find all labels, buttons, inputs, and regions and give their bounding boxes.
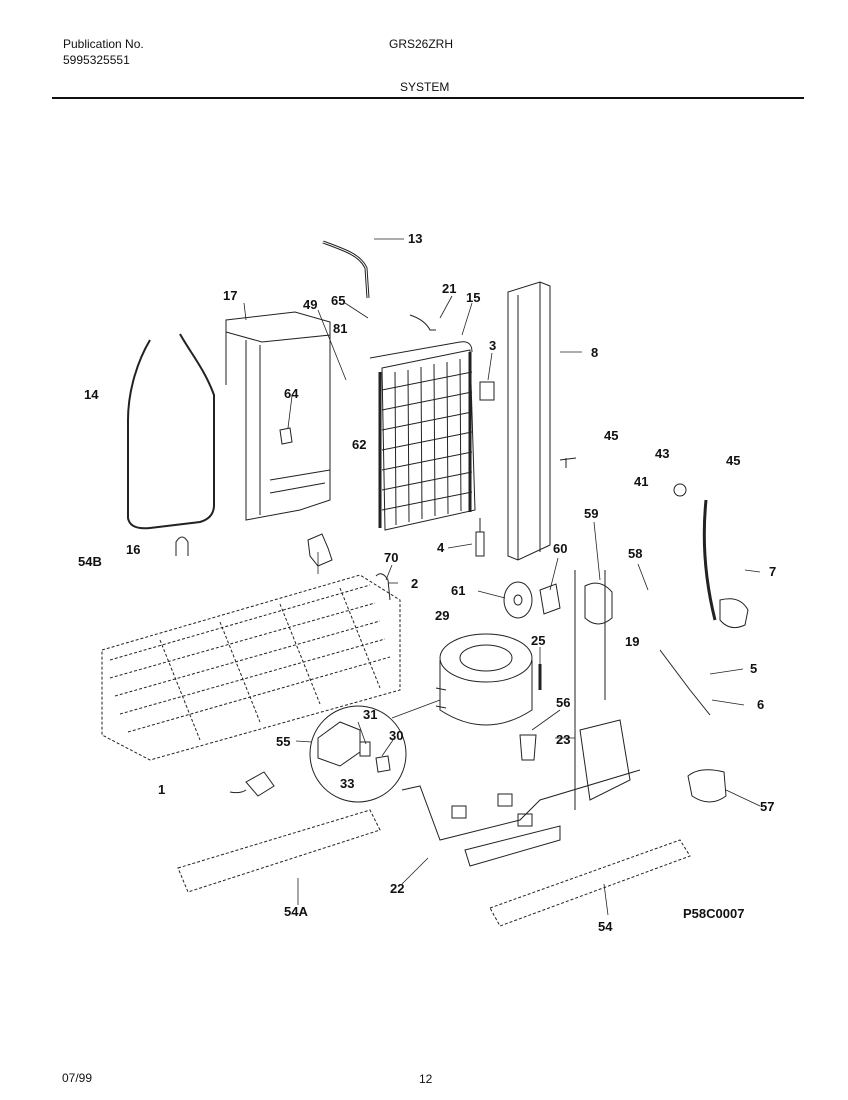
callout-6: 6 bbox=[757, 697, 764, 712]
bracket-part-64 bbox=[279, 427, 293, 445]
callout-41: 41 bbox=[634, 474, 648, 489]
bracket-part-62 bbox=[307, 533, 333, 567]
callout-45-upper: 45 bbox=[604, 428, 618, 443]
grommet-part-56 bbox=[519, 734, 537, 761]
callout-2: 2 bbox=[411, 576, 418, 591]
leader-lines bbox=[243, 238, 761, 916]
callout-49: 49 bbox=[303, 297, 317, 312]
callout-19: 19 bbox=[625, 634, 639, 649]
capillary-part-5 bbox=[659, 649, 711, 716]
callout-16: 16 bbox=[126, 542, 140, 557]
callout-22: 22 bbox=[390, 881, 404, 896]
clip-part-16 bbox=[175, 536, 189, 556]
callout-14: 14 bbox=[84, 387, 99, 402]
rail-part-54 bbox=[489, 839, 691, 927]
callout-65: 65 bbox=[331, 293, 345, 308]
panel-part-17 bbox=[225, 311, 331, 521]
bracket-rod bbox=[574, 570, 606, 810]
callout-23: 23 bbox=[556, 732, 570, 747]
evaporator-coil-part-15 bbox=[369, 314, 476, 531]
model-number: GRS26ZRH bbox=[389, 37, 454, 51]
diagram-reference-code: P58C0007 bbox=[683, 906, 744, 921]
motor-bracket-part-59 bbox=[584, 582, 613, 625]
tube-part-13 bbox=[322, 240, 370, 299]
callout-45-right: 45 bbox=[726, 453, 740, 468]
channel-bracket-part-8 bbox=[507, 281, 551, 561]
base-rail-part-22 bbox=[401, 769, 641, 867]
compressor bbox=[435, 633, 533, 726]
callout-43: 43 bbox=[655, 446, 669, 461]
drain-part-4 bbox=[475, 518, 485, 557]
rail-part-54a bbox=[177, 809, 381, 893]
clamp-part-2 bbox=[375, 573, 391, 601]
callout-64: 64 bbox=[284, 386, 299, 401]
callout-54: 54 bbox=[598, 919, 613, 934]
section-title: SYSTEM bbox=[400, 80, 450, 94]
callout-62: 62 bbox=[352, 437, 366, 452]
condenser-coil-part-1 bbox=[101, 574, 401, 761]
callout-5: 5 bbox=[750, 661, 757, 676]
callout-61: 61 bbox=[451, 583, 465, 598]
callout-59: 59 bbox=[584, 506, 598, 521]
header-rule bbox=[52, 97, 804, 99]
callout-1: 1 bbox=[158, 782, 165, 797]
callout-15: 15 bbox=[466, 290, 480, 305]
callout-56: 56 bbox=[556, 695, 570, 710]
page-number: 12 bbox=[419, 1072, 433, 1086]
footer-date: 07/99 bbox=[62, 1071, 93, 1085]
screw-part-45 bbox=[559, 457, 577, 468]
callout-58: 58 bbox=[628, 546, 642, 561]
callout-60: 60 bbox=[553, 541, 567, 556]
callout-70: 70 bbox=[384, 550, 398, 565]
callout-55: 55 bbox=[276, 734, 290, 749]
callout-31: 31 bbox=[363, 707, 377, 722]
callout-33: 33 bbox=[340, 776, 354, 791]
callout-13: 13 bbox=[408, 231, 422, 246]
fan-blade-part-29 bbox=[503, 581, 533, 619]
shield-part-57 bbox=[687, 769, 727, 803]
callout-54a: 54A bbox=[284, 904, 308, 919]
callout-57: 57 bbox=[760, 799, 774, 814]
callout-17: 17 bbox=[223, 288, 237, 303]
callout-30: 30 bbox=[389, 728, 403, 743]
heater-loop-part-14 bbox=[127, 333, 215, 530]
callout-81: 81 bbox=[333, 321, 347, 336]
callout-4: 4 bbox=[437, 540, 445, 555]
publication-number: 5995325551 bbox=[63, 53, 130, 67]
plug-part-1 bbox=[229, 771, 275, 797]
callout-29: 29 bbox=[435, 608, 449, 623]
callout-21: 21 bbox=[442, 281, 456, 296]
wire-harness-part-7 bbox=[702, 499, 749, 629]
bracket-part-23 bbox=[579, 719, 631, 801]
callout-54b: 54B bbox=[78, 554, 102, 569]
clip-part-3 bbox=[479, 381, 495, 401]
callout-3: 3 bbox=[489, 338, 496, 353]
relay-inset-part-55 bbox=[309, 705, 407, 803]
publication-label: Publication No. bbox=[63, 37, 144, 51]
fitting-part-43 bbox=[673, 483, 687, 497]
callout-25: 25 bbox=[531, 633, 545, 648]
callout-7: 7 bbox=[769, 564, 776, 579]
callout-8: 8 bbox=[591, 345, 598, 360]
